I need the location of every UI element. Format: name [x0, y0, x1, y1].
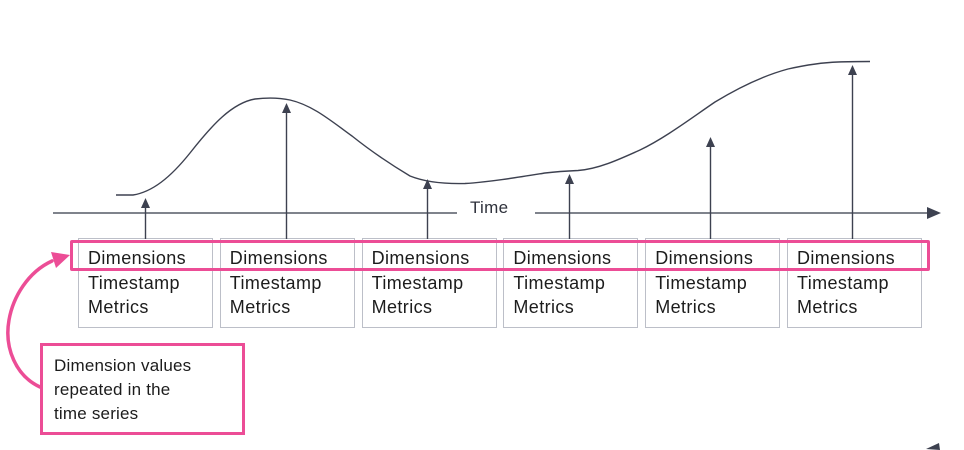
callout-text-line: repeated in the — [54, 380, 171, 399]
bottom-right-artifact — [926, 443, 940, 450]
data-point-arrow — [282, 103, 291, 239]
card-field-dimensions: Dimensions — [88, 248, 187, 268]
card-field-dimensions: Dimensions — [513, 248, 612, 268]
card-field-dimensions: Dimensions — [229, 248, 328, 268]
card-field-metrics: Metrics — [229, 297, 291, 317]
time-series-curve — [116, 60, 871, 196]
record-card: Dimensions Timestamp Metrics — [645, 238, 781, 328]
card-field-timestamp: Timestamp — [655, 272, 748, 293]
card-field-metrics: Metrics — [513, 297, 575, 317]
callout-arrow — [6, 252, 70, 389]
data-point-arrow — [423, 179, 432, 239]
card-field-metrics: Metrics — [655, 297, 716, 317]
axis-arrowhead-icon — [927, 207, 941, 219]
dimensions-highlight-band — [70, 240, 930, 271]
card-field-metrics: Metrics — [796, 297, 858, 317]
record-card: Dimensions Timestamp Metrics — [219, 238, 355, 328]
data-point-arrow — [141, 198, 150, 239]
card-field-timestamp: Timestamp — [229, 272, 322, 293]
time-axis-label: Time — [470, 198, 509, 217]
card-field-metrics: Metrics — [88, 297, 149, 317]
data-point-arrow — [565, 174, 574, 239]
card-field-timestamp: Timestamp — [796, 272, 889, 293]
data-point-arrow — [848, 65, 857, 239]
record-card: Dimensions Timestamp Metrics — [361, 238, 497, 328]
record-card: Dimensions Timestamp Metrics — [503, 238, 639, 328]
callout-arrowhead-icon — [51, 252, 70, 268]
record-card: Dimensions Timestamp Metrics — [786, 238, 922, 328]
data-point-arrow — [706, 137, 715, 239]
callout-text-line: Dimension values — [54, 356, 192, 375]
callout-text-line: time series — [54, 404, 139, 423]
card-field-timestamp: Timestamp — [371, 272, 464, 293]
card-field-timestamp: Timestamp — [513, 272, 606, 293]
card-field-timestamp: Timestamp — [88, 272, 180, 293]
card-field-dimensions: Dimensions — [371, 248, 470, 268]
card-field-dimensions: Dimensions — [796, 248, 896, 268]
card-field-metrics: Metrics — [371, 297, 433, 317]
callout-box: Dimension values repeated in the time se… — [40, 343, 245, 435]
card-field-dimensions: Dimensions — [655, 248, 754, 268]
